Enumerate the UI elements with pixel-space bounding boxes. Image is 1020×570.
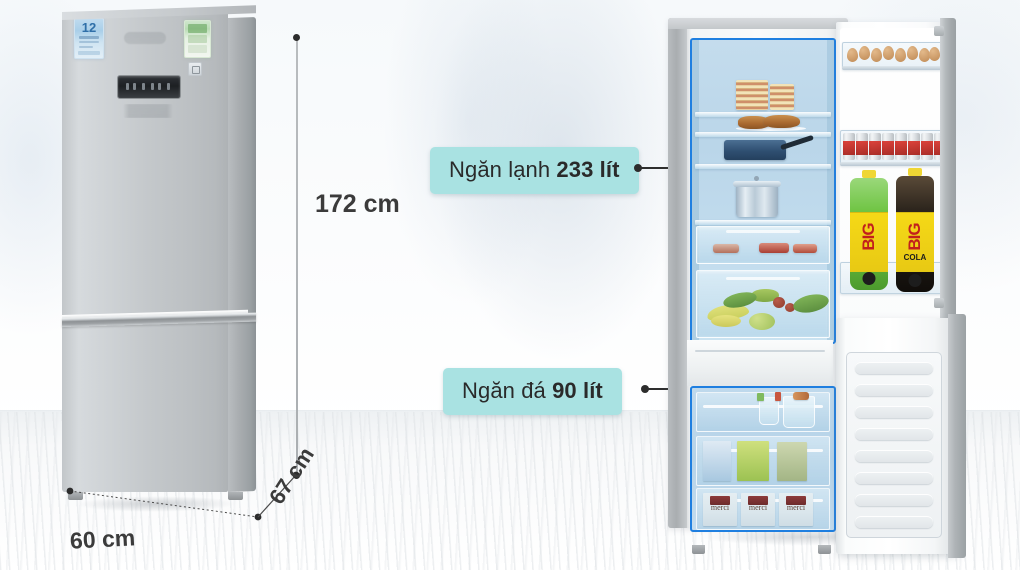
callout-fridge-capacity: Ngăn lạnh 233 lít: [430, 147, 639, 194]
door-bin-rail-2: [840, 162, 952, 166]
door-bin-cans[interactable]: [840, 130, 950, 166]
closed-refrigerator: 12: [49, 5, 288, 518]
door-hinge-bottom: [934, 298, 944, 308]
cabinet-foot-left: [692, 545, 705, 554]
door-bin-egg-tray[interactable]: [842, 42, 948, 70]
freezer-item-red: [775, 392, 781, 401]
callout-fridge-anchor-dot: [634, 164, 642, 172]
freezer-package-1: [703, 441, 731, 481]
freezer-door-outer-edge: [948, 314, 966, 558]
compartment-divider: [687, 340, 833, 386]
fridge-shelf-2: [695, 132, 831, 137]
food-cucumber-2: [791, 291, 831, 316]
control-display: [117, 75, 181, 99]
callout-freezer-value: 90 lít: [552, 378, 603, 403]
freezer-compartment-cavity: merci merci merci: [690, 386, 836, 532]
door-bin-rail-1: [842, 66, 952, 70]
fridge-compartment-cavity: [690, 38, 836, 344]
brand-logo: [124, 32, 166, 44]
closed-fridge-feet: [68, 490, 248, 500]
food-roast-meat-2: [764, 115, 800, 128]
qr-sticker: [188, 62, 202, 76]
food-tomato-2: [785, 303, 795, 312]
food-tomato-1: [773, 297, 785, 308]
merci-box-1: merci: [703, 493, 737, 526]
food-roast-meat-1: [738, 116, 770, 129]
warranty-sticker: 12: [74, 18, 104, 59]
height-label: 172 cm: [315, 190, 400, 218]
freezer-bin-bottom[interactable]: merci merci merci: [696, 488, 830, 530]
freezer-bin-top[interactable]: [696, 392, 830, 432]
bottle-cola-brand: BIG: [905, 223, 924, 251]
closed-fridge-front: 12: [62, 12, 228, 492]
bottle-cola-sub: COLA: [903, 253, 927, 262]
freezer-package-2: [737, 441, 769, 481]
pot-lid: [733, 181, 781, 187]
food-frying-pan: [724, 140, 786, 160]
callout-fridge-value: 233 lít: [556, 157, 620, 182]
fridge-shelf-1: [695, 112, 831, 117]
height-dimension-line: [296, 37, 298, 475]
food-cake-left: [736, 80, 768, 110]
freezer-door-panel: [846, 352, 942, 538]
energy-label-sticker: [184, 20, 211, 58]
freezer-item-bread: [793, 392, 809, 400]
callout-freezer-capacity: Ngăn đá 90 lít: [443, 368, 622, 415]
food-cooking-pot: [736, 185, 778, 217]
callout-freezer-anchor-dot: [641, 385, 649, 393]
fridge-vegetable-crisper[interactable]: [696, 270, 831, 338]
serving-plate: [736, 126, 806, 131]
fridge-meat-drawer[interactable]: [696, 226, 830, 264]
freezer-item-green: [757, 393, 764, 401]
width-label: 60 cm: [69, 524, 136, 554]
callout-fridge-prefix: Ngăn lạnh: [449, 157, 557, 182]
height-dim-dot-top: [293, 34, 300, 41]
door-hinge-top: [934, 26, 944, 36]
bottle-green-brand: BIG: [859, 223, 878, 251]
food-grapes: [749, 313, 775, 330]
bottle-big-green: BIG: [850, 170, 888, 290]
ice-tray: [759, 397, 779, 425]
fridge-shelf-3: [695, 164, 831, 169]
food-pepper: [751, 289, 779, 302]
merci-box-3: merci: [779, 493, 813, 526]
freezer-package-3: [777, 442, 807, 481]
cabinet-foot-right: [818, 545, 831, 554]
depth-dimension-line: [257, 471, 300, 518]
cabinet-left-post: [668, 18, 687, 528]
pot-knob: [754, 176, 759, 181]
callout-freezer-prefix: Ngăn đá: [462, 378, 553, 403]
open-refrigerator: merci merci merci: [660, 18, 1020, 558]
bottle-big-cola: BIG COLA: [896, 168, 934, 292]
freezer-door-closed[interactable]: [836, 318, 956, 554]
warranty-years: 12: [81, 20, 97, 35]
merci-box-2: merci: [741, 493, 775, 526]
ice-bucket: [783, 396, 815, 428]
freezer-bin-middle[interactable]: [696, 436, 830, 486]
food-banana-2: [711, 315, 741, 327]
model-name-text: [123, 104, 173, 118]
closed-fridge-side-panel: [228, 17, 256, 493]
fridge-shelf-4: [695, 220, 831, 225]
cabinet-top: [668, 18, 848, 29]
food-cake-right: [770, 84, 794, 110]
